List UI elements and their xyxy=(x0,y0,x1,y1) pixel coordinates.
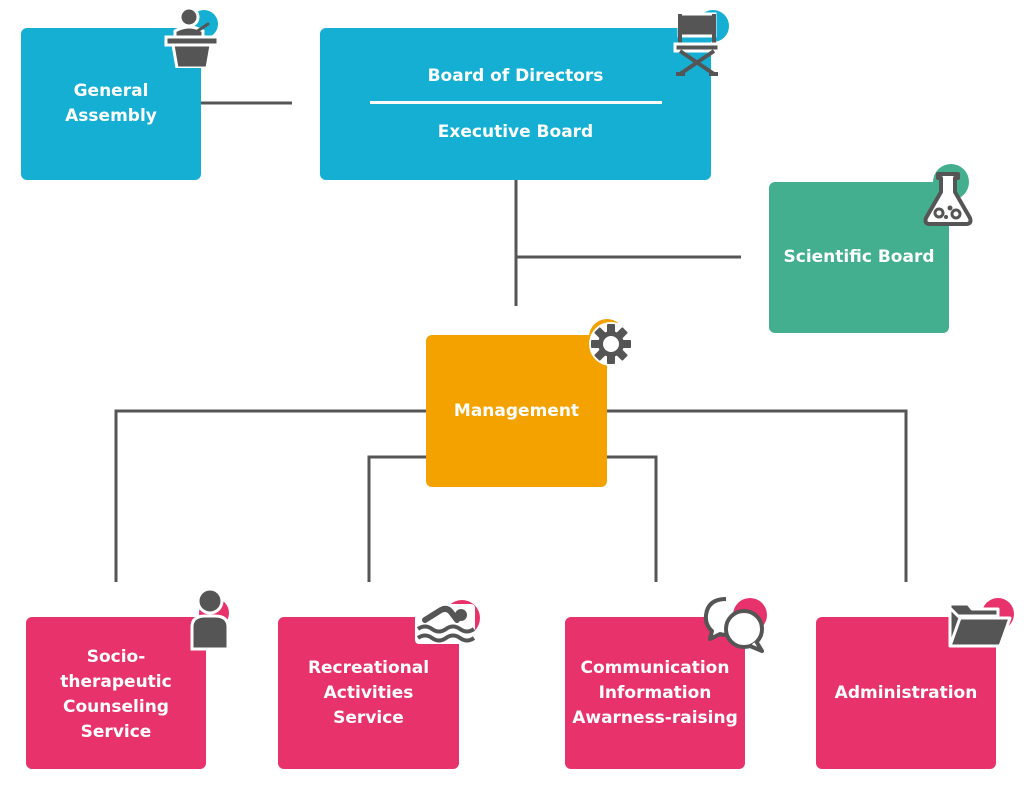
connector-management-administration xyxy=(607,409,908,582)
socio-label-line1: Socio- xyxy=(86,647,146,667)
management-label: Management xyxy=(453,400,580,421)
communication-label-line3: Awarness-raising xyxy=(572,707,738,728)
socio-label-line4: Service xyxy=(80,722,152,742)
speaker-podium-icon xyxy=(164,6,220,68)
flask-icon xyxy=(923,164,973,226)
management-box: Management xyxy=(426,335,607,487)
gear-icon xyxy=(589,319,633,366)
director-chair-icon xyxy=(673,10,729,76)
board-of-directors-label: Board of Directors xyxy=(427,65,604,86)
scientific-board-box: Scientific Board xyxy=(769,182,949,333)
connector-management-communication xyxy=(607,455,658,582)
chat-bubbles-icon xyxy=(703,597,767,653)
general-assembly-label-line2: Assembly xyxy=(65,106,157,126)
administration-label: Administration xyxy=(834,682,978,703)
communication-label-line2: Information xyxy=(598,682,712,703)
executive-board-label: Executive Board xyxy=(437,121,594,142)
scientific-board-label: Scientific Board xyxy=(783,247,935,267)
recreational-label-line2: Activities xyxy=(323,682,414,703)
recreational-label-line1: Recreational xyxy=(307,657,430,678)
recreational-label-line3: Service xyxy=(333,707,404,728)
board-divider xyxy=(369,100,662,104)
communication-box: Communication Information Awarness-raisi… xyxy=(565,617,745,769)
connector-management-recreational xyxy=(367,455,426,582)
socio-label-line3: Counseling xyxy=(63,697,169,717)
person-icon xyxy=(190,587,230,651)
swimmer-icon xyxy=(415,600,480,644)
board-box: Board of Directors Executive Board xyxy=(320,28,711,180)
socio-label-line2: therapeutic xyxy=(60,672,172,692)
socio-therapeutic-box: Socio- therapeutic Counseling Service xyxy=(26,617,206,769)
general-assembly-box: General Assembly xyxy=(21,28,201,180)
communication-label-line1: Communication xyxy=(580,657,730,678)
general-assembly-label-line1: General xyxy=(73,81,149,101)
connector-management-socio xyxy=(114,409,426,582)
folder-icon xyxy=(948,598,1014,648)
